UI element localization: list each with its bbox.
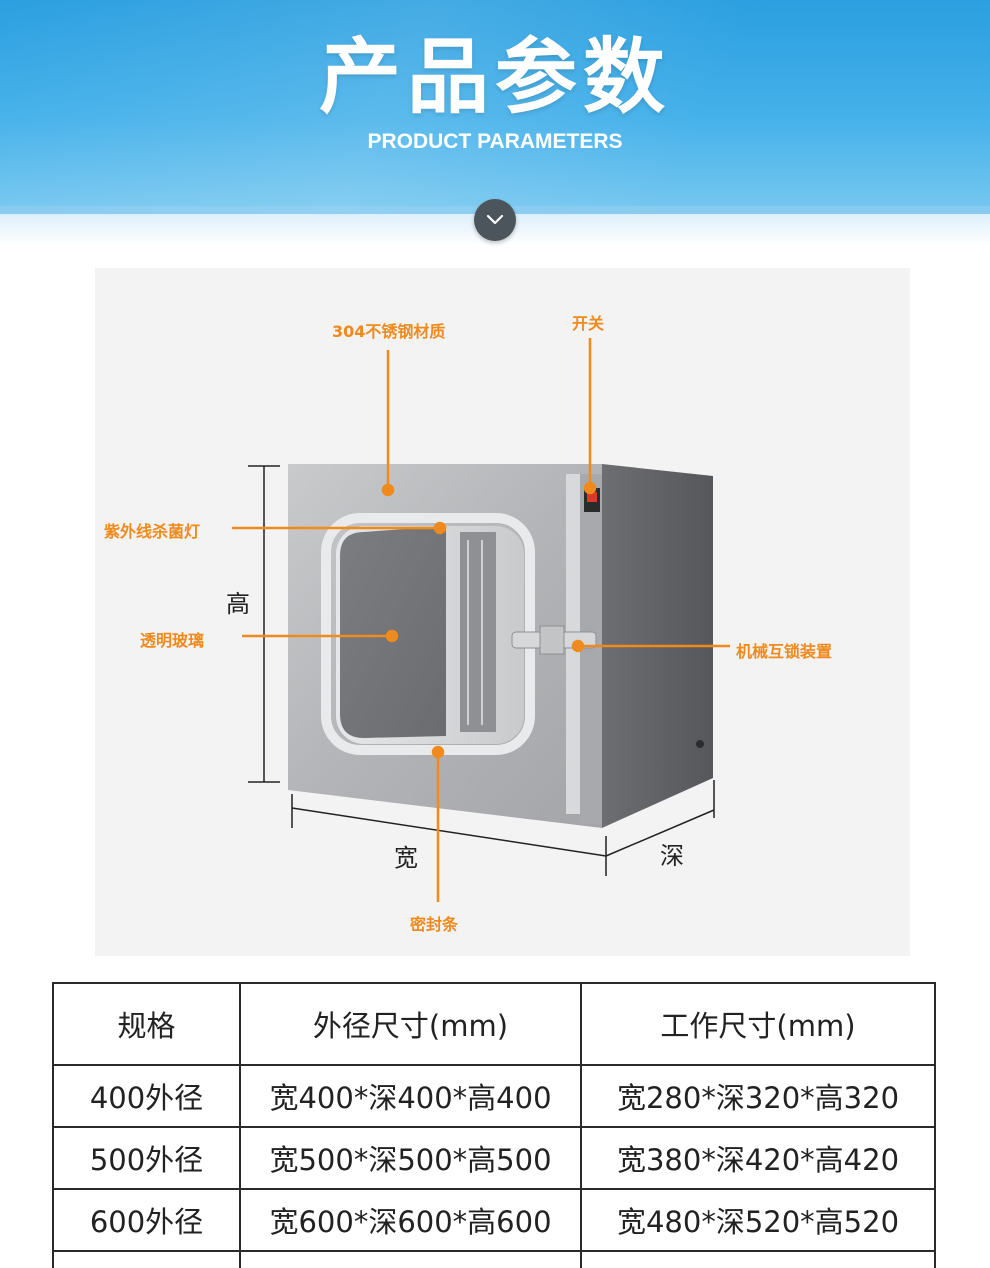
- chevron-down-icon: [486, 214, 504, 225]
- callout-switch: 开关: [572, 314, 605, 333]
- cell-working-size: 宽380*深420*高420: [580, 1126, 936, 1190]
- header-spec: 规格: [52, 982, 241, 1066]
- table-row: 400外径 宽400*深400*高400 宽280*深320*高320: [52, 1064, 936, 1128]
- callout-seal: 密封条: [410, 915, 459, 934]
- table-row-partial: [52, 1250, 936, 1268]
- spec-table: 规格 外径尺寸(mm) 工作尺寸(mm) 400外径 宽400*深400*高40…: [52, 982, 936, 1268]
- cell-spec: 600外径: [52, 1188, 241, 1252]
- dimension-height-label: 高: [226, 590, 250, 618]
- callout-glass: 透明玻璃: [140, 631, 205, 650]
- switch-icon: [587, 492, 597, 502]
- header-working-size: 工作尺寸(mm): [580, 982, 936, 1066]
- cell-spec: 500外径: [52, 1126, 241, 1190]
- table-row: 500外径 宽500*深500*高500 宽380*深420*高420: [52, 1126, 936, 1190]
- dimension-width-label: 宽: [394, 844, 418, 872]
- header-banner: 产品参数 PRODUCT PARAMETERS: [0, 0, 990, 214]
- dimension-depth-label: 深: [660, 842, 684, 870]
- table-row: 600外径 宽600*深600*高600 宽480*深520*高520: [52, 1188, 936, 1252]
- cell-working-size: 宽280*深320*高320: [580, 1064, 936, 1128]
- callout-material: 304不锈钢材质: [332, 322, 446, 341]
- callout-interlock: 机械互锁装置: [736, 642, 833, 661]
- cell-working-size: 宽480*深520*高520: [580, 1188, 936, 1252]
- cell-outer-size: 宽400*深400*高400: [239, 1064, 582, 1128]
- cell-outer-size: 宽600*深600*高600: [239, 1188, 582, 1252]
- scroll-down-button[interactable]: [474, 199, 516, 241]
- header-outer-size: 外径尺寸(mm): [239, 982, 582, 1066]
- depth-dimension: [605, 780, 715, 857]
- callout-uv-lamp: 紫外线杀菌灯: [104, 522, 201, 541]
- cell-outer-size: 宽500*深500*高500: [239, 1126, 582, 1190]
- height-dimension: [248, 465, 280, 783]
- cell-spec: 400外径: [52, 1064, 241, 1128]
- table-header-row: 规格 外径尺寸(mm) 工作尺寸(mm): [52, 982, 936, 1066]
